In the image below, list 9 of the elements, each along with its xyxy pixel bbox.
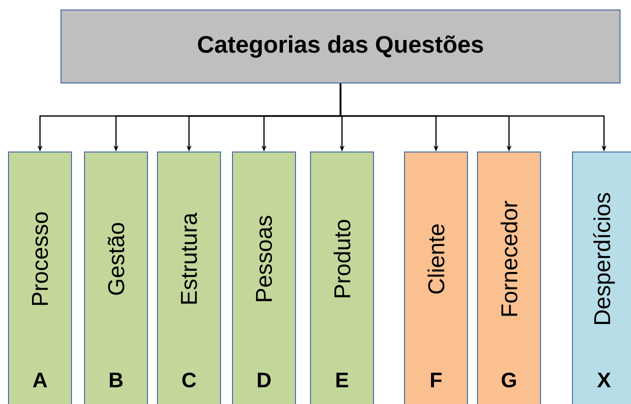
category-box: Pessoas D	[232, 152, 296, 404]
category-box: Fornecedor G	[477, 152, 541, 404]
category-box: Desperdícios X	[572, 152, 631, 404]
title-box: Categorias das Questões	[60, 10, 620, 84]
category-box: Processo A	[8, 152, 72, 404]
category-box: Cliente F	[404, 152, 468, 404]
category-box: Gestão B	[84, 152, 148, 404]
category-box: Estrutura C	[157, 152, 221, 404]
category-box: Produto E	[310, 152, 374, 404]
